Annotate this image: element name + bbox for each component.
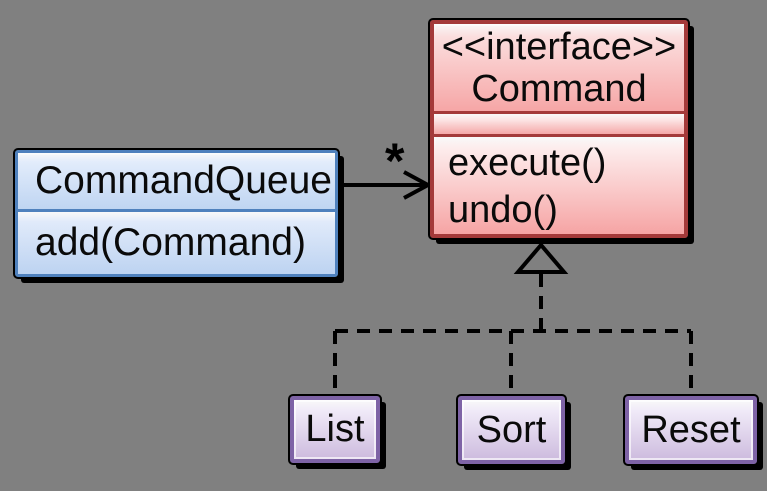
commandqueue-header-section: CommandQueue <box>18 153 335 209</box>
method-add: add(Command) <box>35 221 306 264</box>
class-name-list: List <box>305 408 365 450</box>
command-attributes-section <box>434 111 684 134</box>
class-box-reset: Reset <box>623 394 759 466</box>
association-multiplicity: * <box>385 133 405 189</box>
commandqueue-methods-section: add(Command) <box>18 209 335 274</box>
stereotype-label: <<interface>> <box>441 26 677 68</box>
method-undo: undo() <box>448 189 558 231</box>
class-box-sort: Sort <box>456 394 567 466</box>
class-name-reset: Reset <box>641 408 741 451</box>
open-arrowhead-icon <box>403 170 433 200</box>
realization-connector <box>333 274 693 396</box>
class-name-command: Command <box>471 68 647 110</box>
command-header-section: <<interface>> Command <box>434 24 684 111</box>
class-name-commandqueue: CommandQueue <box>35 159 332 202</box>
class-box-command: <<interface>> Command execute() undo() <box>428 18 690 240</box>
class-name-sort: Sort <box>476 408 547 451</box>
command-methods-section: execute() undo() <box>434 134 684 234</box>
method-execute: execute() <box>448 142 607 184</box>
realization-triangle-icon <box>513 241 569 274</box>
class-box-list: List <box>288 394 382 465</box>
class-box-commandqueue: CommandQueue add(Command) <box>13 148 340 279</box>
